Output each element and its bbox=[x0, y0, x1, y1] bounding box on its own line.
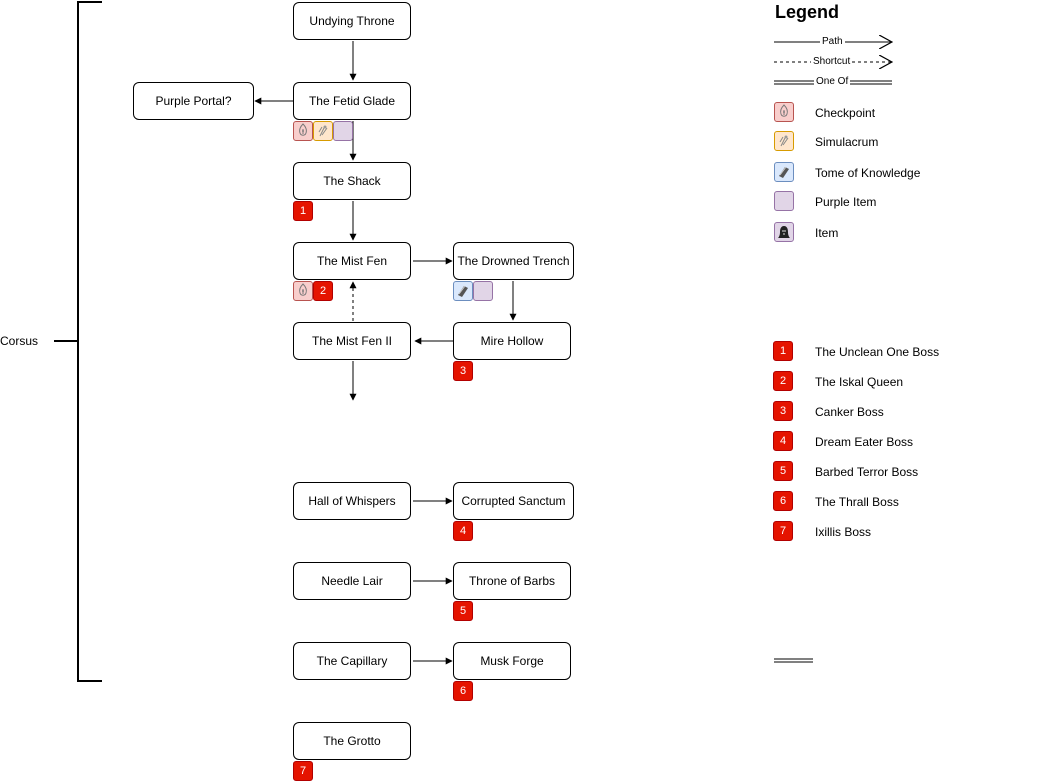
boss-badge-2: 2 bbox=[313, 281, 333, 301]
checkpoint-icon bbox=[293, 281, 313, 301]
legend-simulacrum-label: Simulacrum bbox=[815, 135, 879, 149]
node-the-grotto[interactable]: The Grotto bbox=[293, 722, 411, 760]
legend-purple-item-label: Purple Item bbox=[815, 195, 877, 209]
node-undying-throne[interactable]: Undying Throne bbox=[293, 2, 411, 40]
legend-boss-badge-2: 2 bbox=[773, 371, 793, 391]
node-throne-of-barbs[interactable]: Throne of Barbs bbox=[453, 562, 571, 600]
legend-path-label: Path bbox=[820, 36, 845, 47]
legend-boss-name-3: Canker Boss bbox=[815, 405, 884, 419]
legend-tome-label: Tome of Knowledge bbox=[815, 166, 921, 180]
checkpoint-icon bbox=[293, 121, 313, 141]
node-hall-of-whispers[interactable]: Hall of Whispers bbox=[293, 482, 411, 520]
node-corrupted-sanctum[interactable]: Corrupted Sanctum bbox=[453, 482, 574, 520]
node-drowned-trench[interactable]: The Drowned Trench bbox=[453, 242, 574, 280]
simulacrum-icon bbox=[313, 121, 333, 141]
boss-badge-7: 7 bbox=[293, 761, 313, 781]
legend-boss-name-5: Barbed Terror Boss bbox=[815, 465, 919, 479]
legend-oneof-label: One Of bbox=[814, 76, 851, 87]
legend-item-icon bbox=[774, 222, 794, 242]
legend-shortcut-label: Shortcut bbox=[811, 56, 853, 67]
tome-icon bbox=[453, 281, 473, 301]
legend-purple-item-icon bbox=[774, 191, 794, 211]
legend-simulacrum-icon bbox=[774, 131, 794, 151]
legend-boss-badge-4: 4 bbox=[773, 431, 793, 451]
boss-badge-5: 5 bbox=[453, 601, 473, 621]
legend-boss-name-4: Dream Eater Boss bbox=[815, 435, 914, 449]
legend-boss-badge-3: 3 bbox=[773, 401, 793, 421]
group-label-corsus: Corsus bbox=[0, 334, 39, 348]
legend-item-label: Item bbox=[815, 226, 839, 240]
legend-boss-name-7: Ixillis Boss bbox=[815, 525, 872, 539]
node-mire-hollow[interactable]: Mire Hollow bbox=[453, 322, 571, 360]
corsus-bracket bbox=[77, 1, 102, 682]
node-the-capillary[interactable]: The Capillary bbox=[293, 642, 411, 680]
legend-boss-name-2: The Iskal Queen bbox=[815, 375, 904, 389]
legend-checkpoint-icon bbox=[774, 102, 794, 122]
boss-badge-1: 1 bbox=[293, 201, 313, 221]
node-the-shack[interactable]: The Shack bbox=[293, 162, 411, 200]
legend-boss-badge-1: 1 bbox=[773, 341, 793, 361]
node-mist-fen[interactable]: The Mist Fen bbox=[293, 242, 411, 280]
node-purple-portal[interactable]: Purple Portal? bbox=[133, 82, 254, 120]
legend-boss-badge-7: 7 bbox=[773, 521, 793, 541]
purple-item-icon bbox=[333, 121, 353, 141]
node-fetid-glade[interactable]: The Fetid Glade bbox=[293, 82, 411, 120]
purple-item-icon bbox=[473, 281, 493, 301]
legend-tome-icon bbox=[774, 162, 794, 182]
legend-boss-badge-6: 6 bbox=[773, 491, 793, 511]
boss-badge-4: 4 bbox=[453, 521, 473, 541]
legend-boss-name-6: The Thrall Boss bbox=[815, 495, 899, 509]
boss-badge-3: 3 bbox=[453, 361, 473, 381]
legend-boss-name-1: The Unclean One Boss bbox=[815, 345, 940, 359]
boss-badge-6: 6 bbox=[453, 681, 473, 701]
node-musk-forge[interactable]: Musk Forge bbox=[453, 642, 571, 680]
legend-boss-badge-5: 5 bbox=[773, 461, 793, 481]
node-mist-fen-ii[interactable]: The Mist Fen II bbox=[293, 322, 411, 360]
legend-title: Legend bbox=[775, 2, 840, 22]
legend-checkpoint-label: Checkpoint bbox=[815, 106, 876, 120]
node-needle-lair[interactable]: Needle Lair bbox=[293, 562, 411, 600]
